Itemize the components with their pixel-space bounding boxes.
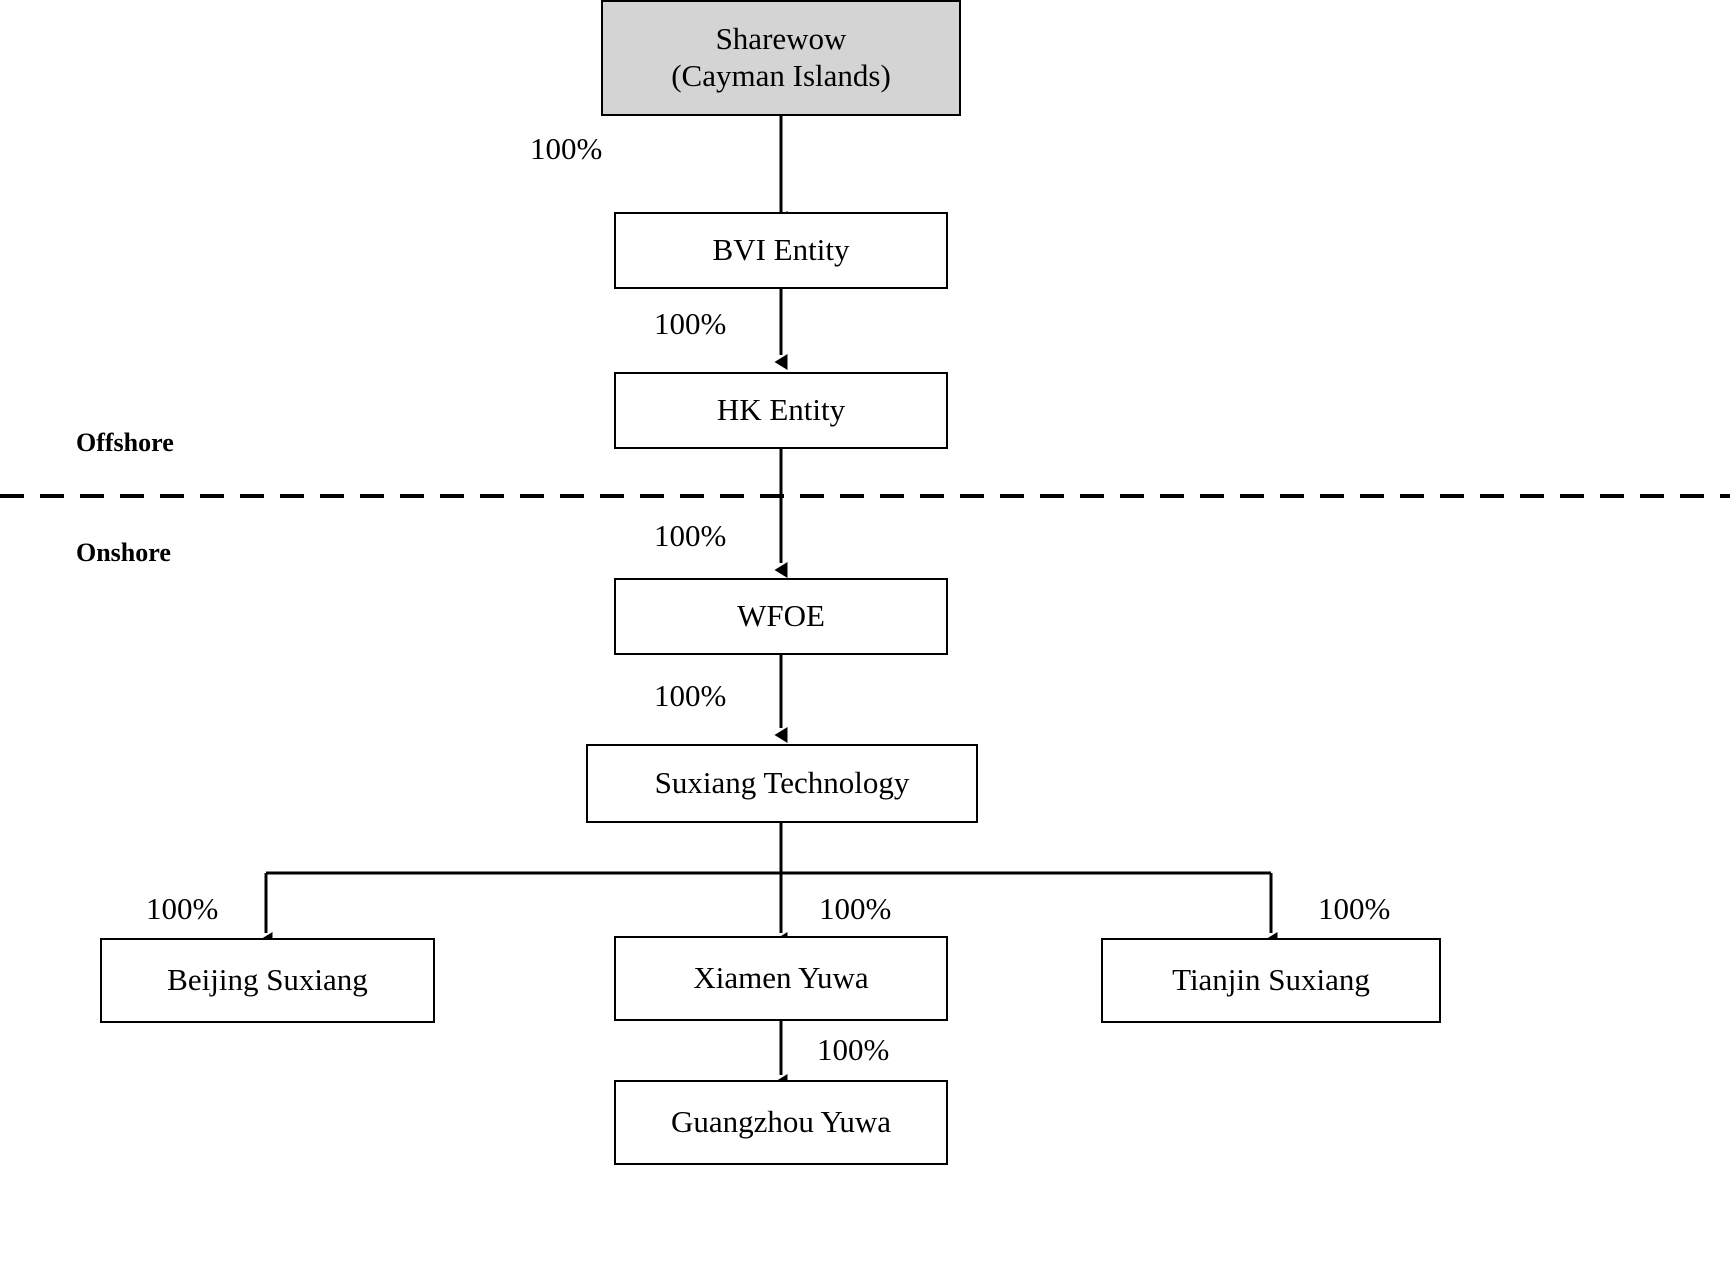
node-bvi-entity[interactable]: BVI Entity xyxy=(614,212,948,289)
node-guangzhou-yuwa[interactable]: Guangzhou Yuwa xyxy=(614,1080,948,1165)
node-hk-entity[interactable]: HK Entity xyxy=(614,372,948,449)
zone-label-offshore: Offshore xyxy=(76,428,174,457)
edge-label-wfoe-suxiang: 100% xyxy=(654,678,727,713)
node-hk-entity-label: HK Entity xyxy=(716,392,846,428)
node-xiamen-yuwa[interactable]: Xiamen Yuwa xyxy=(614,936,948,1021)
edge-label-suxiang-tianjin: 100% xyxy=(1318,891,1391,926)
edge-label-xiamen-guangzhou: 100% xyxy=(817,1032,890,1067)
node-bvi-entity-label: BVI Entity xyxy=(712,232,850,268)
zone-label-onshore: Onshore xyxy=(76,538,171,567)
node-xiamen-yuwa-label: Xiamen Yuwa xyxy=(693,960,869,996)
node-sharewow-label: Sharewow (Cayman Islands) xyxy=(671,21,891,93)
node-suxiang-technology-label: Suxiang Technology xyxy=(654,765,910,801)
node-suxiang-technology[interactable]: Suxiang Technology xyxy=(586,744,978,823)
edge-label-hk-wfoe: 100% xyxy=(654,518,727,553)
edge-label-suxiang-beijing: 100% xyxy=(146,891,219,926)
node-beijing-suxiang[interactable]: Beijing Suxiang xyxy=(100,938,435,1023)
edge-label-sharewow-bvi: 100% xyxy=(530,131,603,166)
node-guangzhou-yuwa-label: Guangzhou Yuwa xyxy=(670,1104,892,1140)
node-sharewow[interactable]: Sharewow (Cayman Islands) xyxy=(601,0,961,116)
node-tianjin-suxiang[interactable]: Tianjin Suxiang xyxy=(1101,938,1441,1023)
node-wfoe[interactable]: WFOE xyxy=(614,578,948,655)
node-tianjin-suxiang-label: Tianjin Suxiang xyxy=(1172,962,1370,998)
edge-label-bvi-hk: 100% xyxy=(654,306,727,341)
node-beijing-suxiang-label: Beijing Suxiang xyxy=(167,962,368,998)
node-wfoe-label: WFOE xyxy=(737,598,825,634)
edge-label-suxiang-xiamen: 100% xyxy=(819,891,892,926)
